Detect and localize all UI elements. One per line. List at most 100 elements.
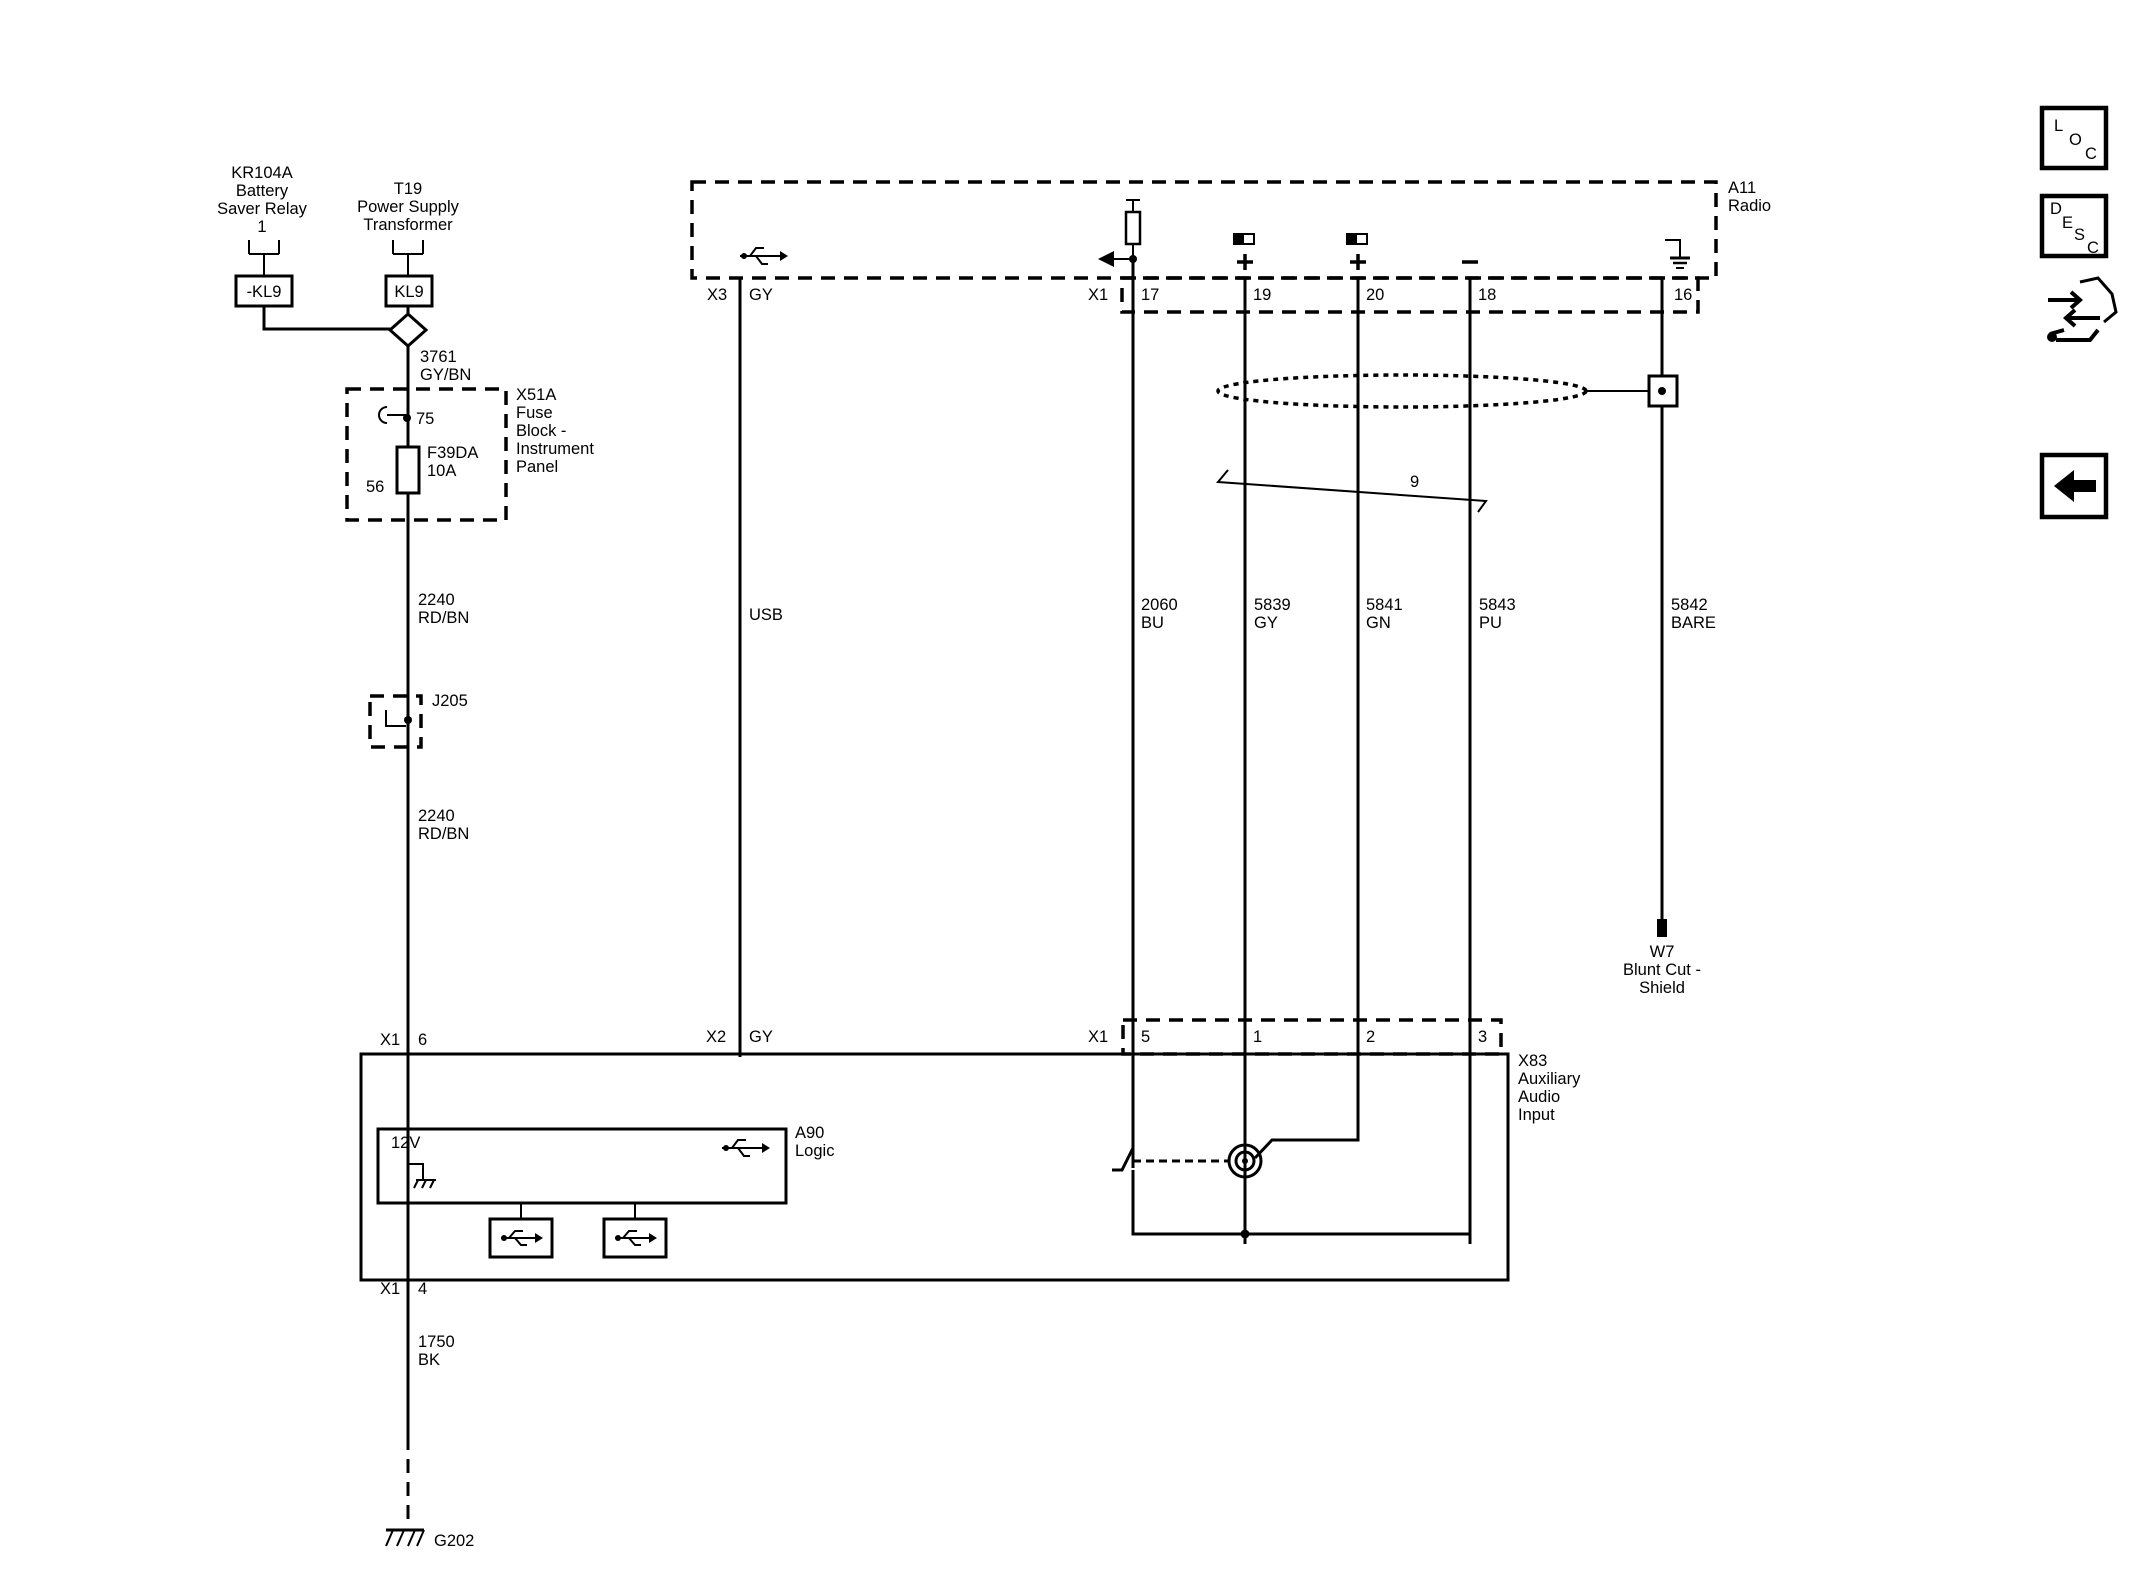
a11-pin-18: 18 xyxy=(1478,286,1496,304)
jack-detect-switch xyxy=(1112,1147,1135,1172)
usb-icon xyxy=(501,1230,543,1246)
desc-letter-e: E xyxy=(2062,214,2073,232)
a11-x1-conn: X1 xyxy=(1088,286,1108,304)
x83-x1-connector-outline xyxy=(1121,1018,1503,1056)
back-arrow-icon xyxy=(2054,470,2096,502)
w2240a-color: RD/BN xyxy=(418,609,469,627)
desc-button[interactable]: D E S C xyxy=(2039,193,2109,259)
w1750-color: BK xyxy=(418,1351,440,1369)
a11-x3-conn: X3 xyxy=(707,286,727,304)
w5842-circuit: 5842 xyxy=(1671,596,1708,614)
x83-line3: Audio xyxy=(1518,1088,1560,1106)
desc-letter-c: C xyxy=(2087,239,2099,257)
f39da-rating: 10A xyxy=(427,462,456,480)
shield-drain-dot xyxy=(1658,387,1666,395)
a11-pin-17: 17 xyxy=(1141,286,1159,304)
audio-jack-icon xyxy=(1227,1143,1263,1179)
a11-pin-20: 20 xyxy=(1366,286,1384,304)
kr104a-line4: 1 xyxy=(257,218,266,236)
t19-line2: Power Supply xyxy=(357,198,460,216)
a11-name: Radio xyxy=(1728,197,1771,215)
logic-ground-icon xyxy=(408,1163,436,1189)
x83-x1-left-pin: 6 xyxy=(418,1031,427,1049)
pullup-resistor-icon xyxy=(1098,199,1142,267)
t19-transformer: T19 Power Supply Transformer KL9 xyxy=(357,180,460,308)
chassis-ground-icon xyxy=(1665,239,1690,269)
x51a-line2: Fuse xyxy=(516,404,553,422)
w2240b-circuit: 2240 xyxy=(418,807,455,825)
usb-label: USB xyxy=(749,606,783,624)
splice-diamond xyxy=(387,311,429,349)
connector-end-view-icon[interactable] xyxy=(2047,276,2118,342)
x83-line4: Input xyxy=(1518,1106,1555,1124)
x51a-pin-out: 56 xyxy=(366,478,384,496)
loc-letter-o: O xyxy=(2069,131,2082,149)
w2240a-circuit: 2240 xyxy=(418,591,455,609)
usb-icon xyxy=(740,247,788,265)
w5842-color: BARE xyxy=(1671,614,1716,632)
x51a-terminal-75 xyxy=(378,406,406,424)
audio-signal-icon xyxy=(1233,233,1255,270)
x83-x1-right-conn: X1 xyxy=(1088,1028,1108,1046)
kr104a-pin: -KL9 xyxy=(247,283,282,301)
fuse-f39da xyxy=(395,445,421,495)
a11-ref: A11 xyxy=(1728,179,1756,197)
twisted-pair-marker xyxy=(1215,469,1488,513)
jack-return-bus xyxy=(1131,1170,1470,1236)
w5843-circuit: 5843 xyxy=(1479,596,1516,614)
w7-line3: Shield xyxy=(1639,979,1685,997)
a11-radio-outline xyxy=(690,180,1718,280)
w3761-color: GY/BN xyxy=(420,366,471,384)
blunt-cut-icon xyxy=(1657,919,1667,937)
t19-line3: Transformer xyxy=(363,216,453,234)
x51a-line4: Instrument xyxy=(516,440,594,458)
w5839-color: GY xyxy=(1254,614,1278,632)
kr104a-line3: Saver Relay xyxy=(217,200,308,218)
usb-icon xyxy=(615,1230,657,1246)
a90-name: Logic xyxy=(795,1142,834,1160)
w5841-wire xyxy=(1253,278,1360,1160)
t19-ref: T19 xyxy=(394,180,422,198)
loc-letter-c: C xyxy=(2085,145,2097,163)
w7-line2: Blunt Cut - xyxy=(1623,961,1701,979)
w2240b-color: RD/BN xyxy=(418,825,469,843)
a90-supply: 12V xyxy=(391,1134,420,1152)
x83-x1-bottom-conn: X1 xyxy=(380,1280,400,1298)
x83-pin-3: 3 xyxy=(1478,1028,1487,1046)
w5841-circuit: 5841 xyxy=(1366,596,1403,614)
a11-pin-16: 16 xyxy=(1674,286,1692,304)
j205-outline xyxy=(368,694,423,749)
usb-icon xyxy=(722,1139,770,1157)
x83-pin-2: 2 xyxy=(1366,1028,1375,1046)
twist-label: 9 xyxy=(1410,473,1419,491)
w1750-circuit: 1750 xyxy=(418,1333,455,1351)
j205-dot xyxy=(404,716,412,724)
f39da-ref: F39DA xyxy=(427,444,478,462)
x51a-pin-in: 75 xyxy=(416,410,434,428)
loc-button[interactable]: L O C xyxy=(2039,105,2109,171)
x83-x2-conn: X2 xyxy=(706,1028,726,1046)
x51a-line3: Block - xyxy=(516,422,566,440)
ground-g202-icon xyxy=(385,1528,425,1547)
x83-x1-left-conn: X1 xyxy=(380,1031,400,1049)
audio-signal-icon xyxy=(1346,233,1368,270)
w5839-circuit: 5839 xyxy=(1254,596,1291,614)
kr104a-bracket xyxy=(248,240,280,255)
back-button[interactable] xyxy=(2039,452,2109,520)
w2060-color: BU xyxy=(1141,614,1164,632)
x83-x1-bottom-pin: 4 xyxy=(418,1280,427,1298)
desc-letter-d: D xyxy=(2050,200,2062,218)
a90-ref: A90 xyxy=(795,1124,824,1142)
desc-letter-s: S xyxy=(2074,226,2085,244)
w2060-circuit: 2060 xyxy=(1141,596,1178,614)
j205-ref: J205 xyxy=(432,692,468,710)
j205-terminal xyxy=(385,710,406,727)
t19-pin-box xyxy=(384,274,434,308)
x83-outline xyxy=(359,1052,1510,1282)
a11-x1-connector-outline xyxy=(1120,276,1700,314)
cable-shield xyxy=(1216,373,1588,409)
x51a-line5: Panel xyxy=(516,458,558,476)
x83-line2: Auxiliary xyxy=(1518,1070,1581,1088)
x51a-ref: X51A xyxy=(516,386,556,404)
